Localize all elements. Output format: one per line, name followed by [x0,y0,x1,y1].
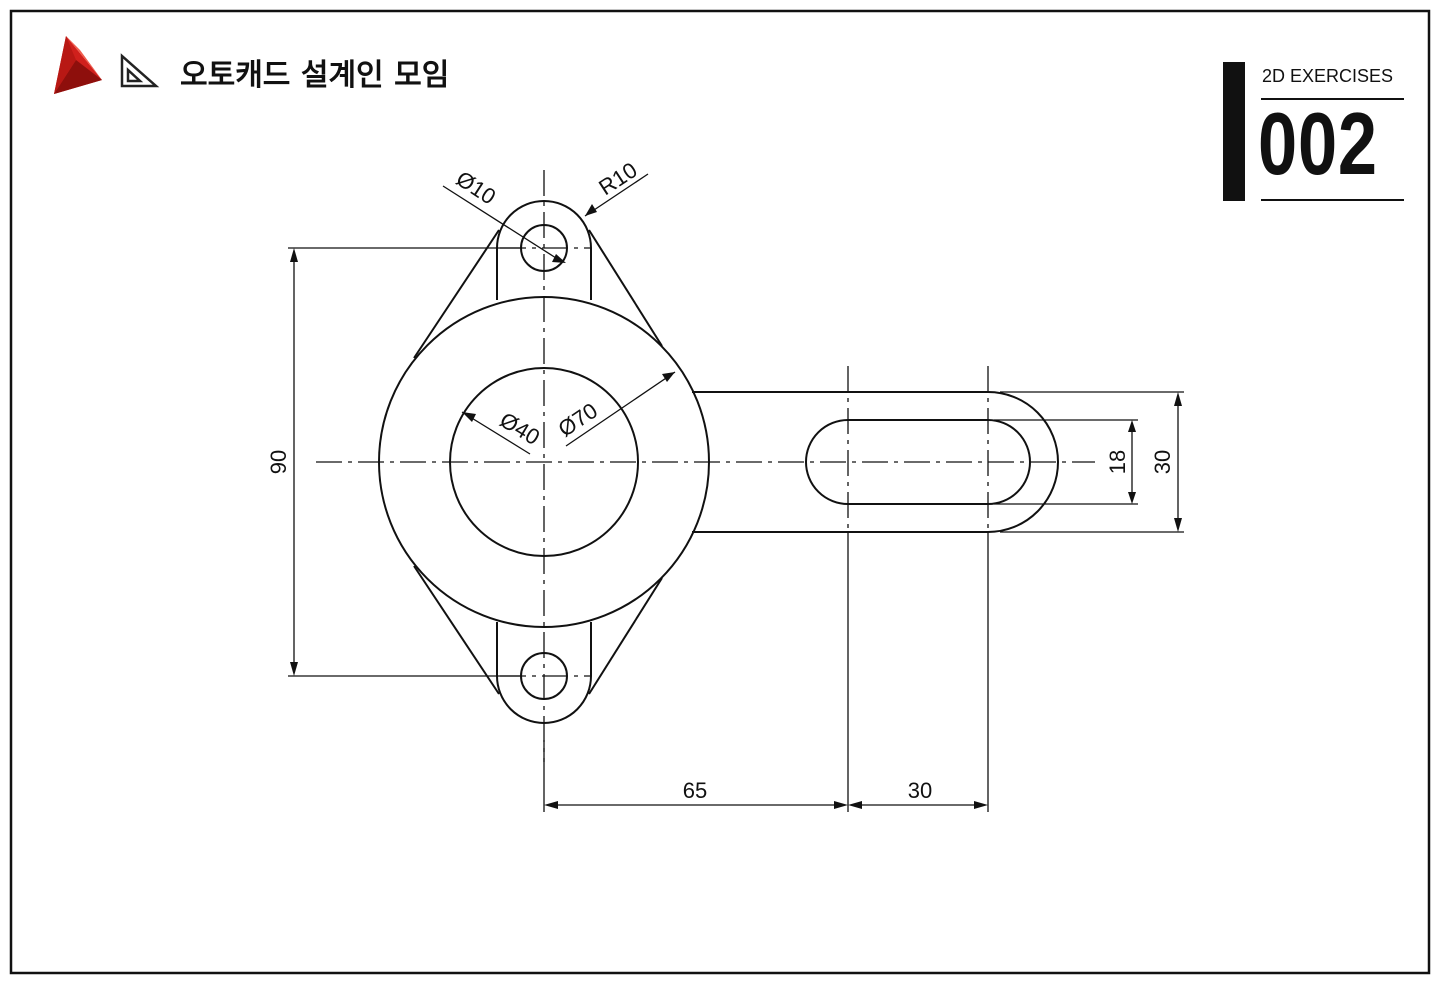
tangent-bottom-right [588,577,663,695]
dim-slot-length: 30 [908,778,932,803]
slot-left-arc [805,419,849,505]
tangent-bottom-left [413,565,500,695]
top-lug-arc [496,200,592,249]
exercise-number: 002 [1258,94,1378,193]
dim-hub-diameter: Ø70 [554,398,602,442]
dim-bore-diameter: Ø40 [496,407,545,450]
page-title: 오토캐드 설계인 모임 [180,58,450,93]
dim-slot-offset: 65 [683,778,707,803]
autocad-logo-icon [54,36,102,94]
arm-end-arc [987,391,1059,533]
tangent-top-left [413,229,500,359]
set-square-icon [120,53,160,88]
sheet-border [9,9,1431,975]
dimension-lines [288,173,1184,812]
tangent-top-right [588,229,663,347]
center-lines [316,170,1095,762]
slot-right-arc [987,419,1031,505]
dim-slot-width: 18 [1105,450,1130,474]
dim-lug-spacing: 90 [266,450,291,474]
dimension-arrows [290,204,1182,809]
dim-arm-width: 30 [1150,450,1175,474]
exercise-label: 2D EXERCISES [1262,66,1394,86]
exercise-badge-bar [1223,62,1245,201]
dim-hole-diameter: Ø10 [452,166,500,210]
